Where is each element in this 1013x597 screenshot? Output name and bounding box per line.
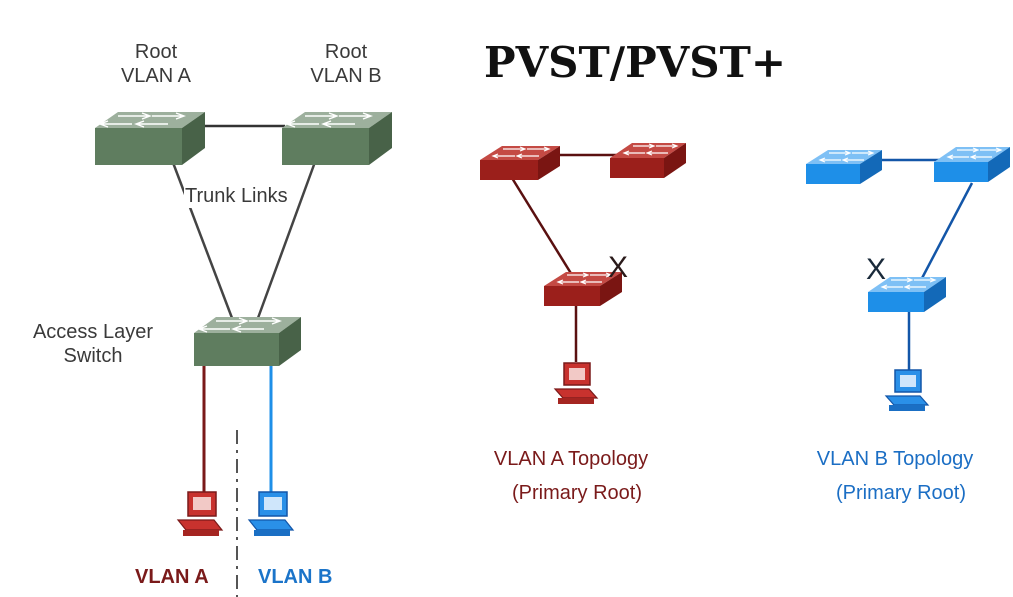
access-label-line2: Switch: [63, 345, 123, 367]
vlan-b-root-switch: [934, 147, 1010, 182]
vlan-a-topology-label: VLAN A Topology (Primary Root): [466, 446, 676, 506]
vlan-a-secondary-switch: [610, 143, 686, 178]
trunk-link-right: [256, 161, 317, 319]
root-switch-vlan-b: [282, 112, 392, 165]
vlan-b-topology-line2: (Primary Root): [835, 482, 966, 504]
vlan-a-pc-icon: [176, 491, 224, 536]
access-layer-switch: [194, 317, 301, 366]
page-title: PVST/PVST+: [484, 38, 787, 87]
trunk-links-label: Trunk Links: [184, 184, 289, 208]
access-label-line1: Access Layer: [32, 321, 154, 343]
access-layer-switch-label: Access Layer Switch: [18, 320, 168, 368]
root-vlan-b-line1: Root: [324, 41, 368, 63]
vlan-a-access-switch: [544, 272, 622, 306]
vlan-b-label: VLAN B: [258, 566, 333, 588]
vlan-a-topology-line2: (Primary Root): [511, 482, 642, 504]
vlan-b-blocked-port-mark: X: [866, 253, 887, 286]
vlan-a-label: VLAN A: [135, 566, 209, 588]
vlan-b-pc-icon: [247, 491, 295, 536]
vlan-a-blocked-port-mark: X: [608, 251, 629, 284]
root-vlan-a-line2: VLAN A: [120, 65, 192, 87]
vlan-a-root-switch: [480, 146, 560, 180]
vlan-a-topology-pc-icon: [553, 362, 599, 404]
root-vlan-b-line2: VLAN B: [310, 65, 382, 87]
trunk-link-left: [170, 159, 234, 319]
root-vlan-a-label: Root VLAN A: [108, 40, 204, 88]
vlan-a-topology-line1: VLAN A Topology: [493, 448, 649, 470]
root-vlan-a-line1: Root: [134, 41, 178, 63]
vlan-b-secondary-switch: [806, 150, 882, 184]
vlan-a-diag-link: [510, 177, 574, 276]
vlan-b-topology-line1: VLAN B Topology: [816, 448, 974, 470]
vlan-b-diag-link: [918, 182, 974, 283]
vlan-b-topology-pc-icon: [884, 369, 930, 411]
vlan-b-access-switch: [868, 277, 946, 312]
root-switch-vlan-a: [95, 112, 205, 165]
root-vlan-b-label: Root VLAN B: [298, 40, 394, 88]
vlan-b-topology-label: VLAN B Topology (Primary Root): [790, 446, 1000, 506]
